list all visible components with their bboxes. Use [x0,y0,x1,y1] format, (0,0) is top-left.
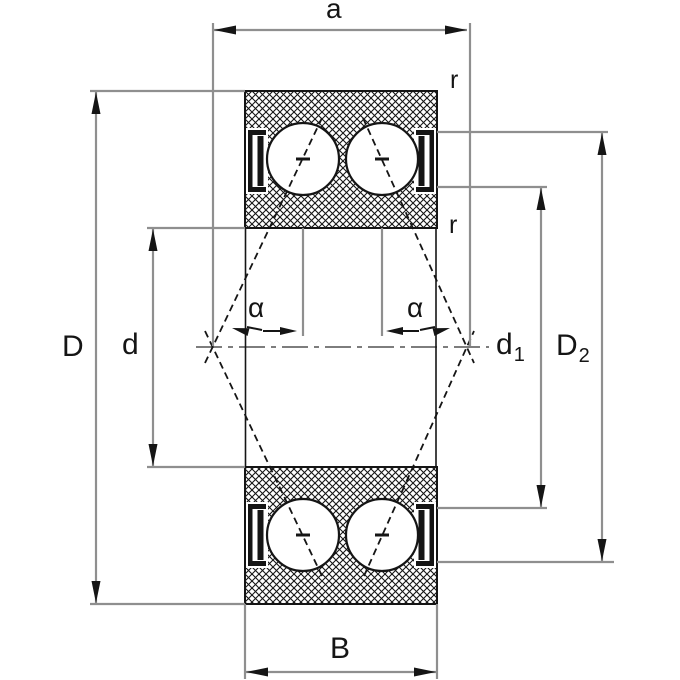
dimension-d [147,226,245,469]
ball-center-mark [375,157,389,161]
dimension-d1 [437,185,547,510]
upper-bearing-section [244,90,438,229]
arrowhead [280,327,297,335]
contact-angle-lines [204,117,475,577]
lower-bearing-section [244,466,438,605]
arrowhead [148,444,158,466]
arrowhead [91,581,101,603]
label-base: D [556,329,578,362]
dimension-D2 [437,130,614,564]
arrowhead [432,328,450,336]
width-label-b: B [330,632,351,665]
alpha-annotation-right [380,228,450,336]
label-subscript: 2 [578,345,590,367]
arrowhead [414,667,436,677]
corner-radius-label-top: r [450,66,459,94]
label-subscript: 1 [513,344,525,366]
contact-line [362,117,475,364]
outer-shoulder-diameter-label: D2 [556,329,590,367]
arrowhead [232,328,250,336]
contact-angle-label-right: α [407,292,424,323]
bore-diameter-label: d [122,328,139,361]
dimension-D [90,89,245,606]
arrow-tail [419,326,436,331]
ball-center-mark [375,533,389,537]
arrowhead [91,92,101,114]
dimension-label-a: a [326,0,342,24]
arrowhead [445,25,467,35]
arrowhead [536,188,546,210]
arrowhead [148,229,158,251]
arrowhead [386,327,403,335]
seal-cross-section [246,502,268,568]
outer-diameter-label: D [62,330,84,363]
arrowhead [536,485,546,507]
arrowhead [597,539,607,561]
arrowhead [597,133,607,155]
inner-shoulder-diameter-label: d1 [496,328,525,366]
seal-cross-section [414,502,436,568]
seal-cross-section [414,128,436,194]
dimension-B [243,604,439,679]
label-base: d [496,328,513,361]
ball-center-mark [296,533,310,537]
ball-center-mark [296,157,310,161]
alpha-annotation-left [232,228,305,336]
seal-cross-section [246,128,268,194]
arrowhead [214,25,236,35]
corner-radius-label-inner: r [449,211,458,239]
contact-line [363,330,475,577]
dimension-a [211,23,472,346]
contact-angle-label-left: α [248,292,265,323]
arrowhead [246,667,268,677]
arrow-tail [246,326,263,331]
